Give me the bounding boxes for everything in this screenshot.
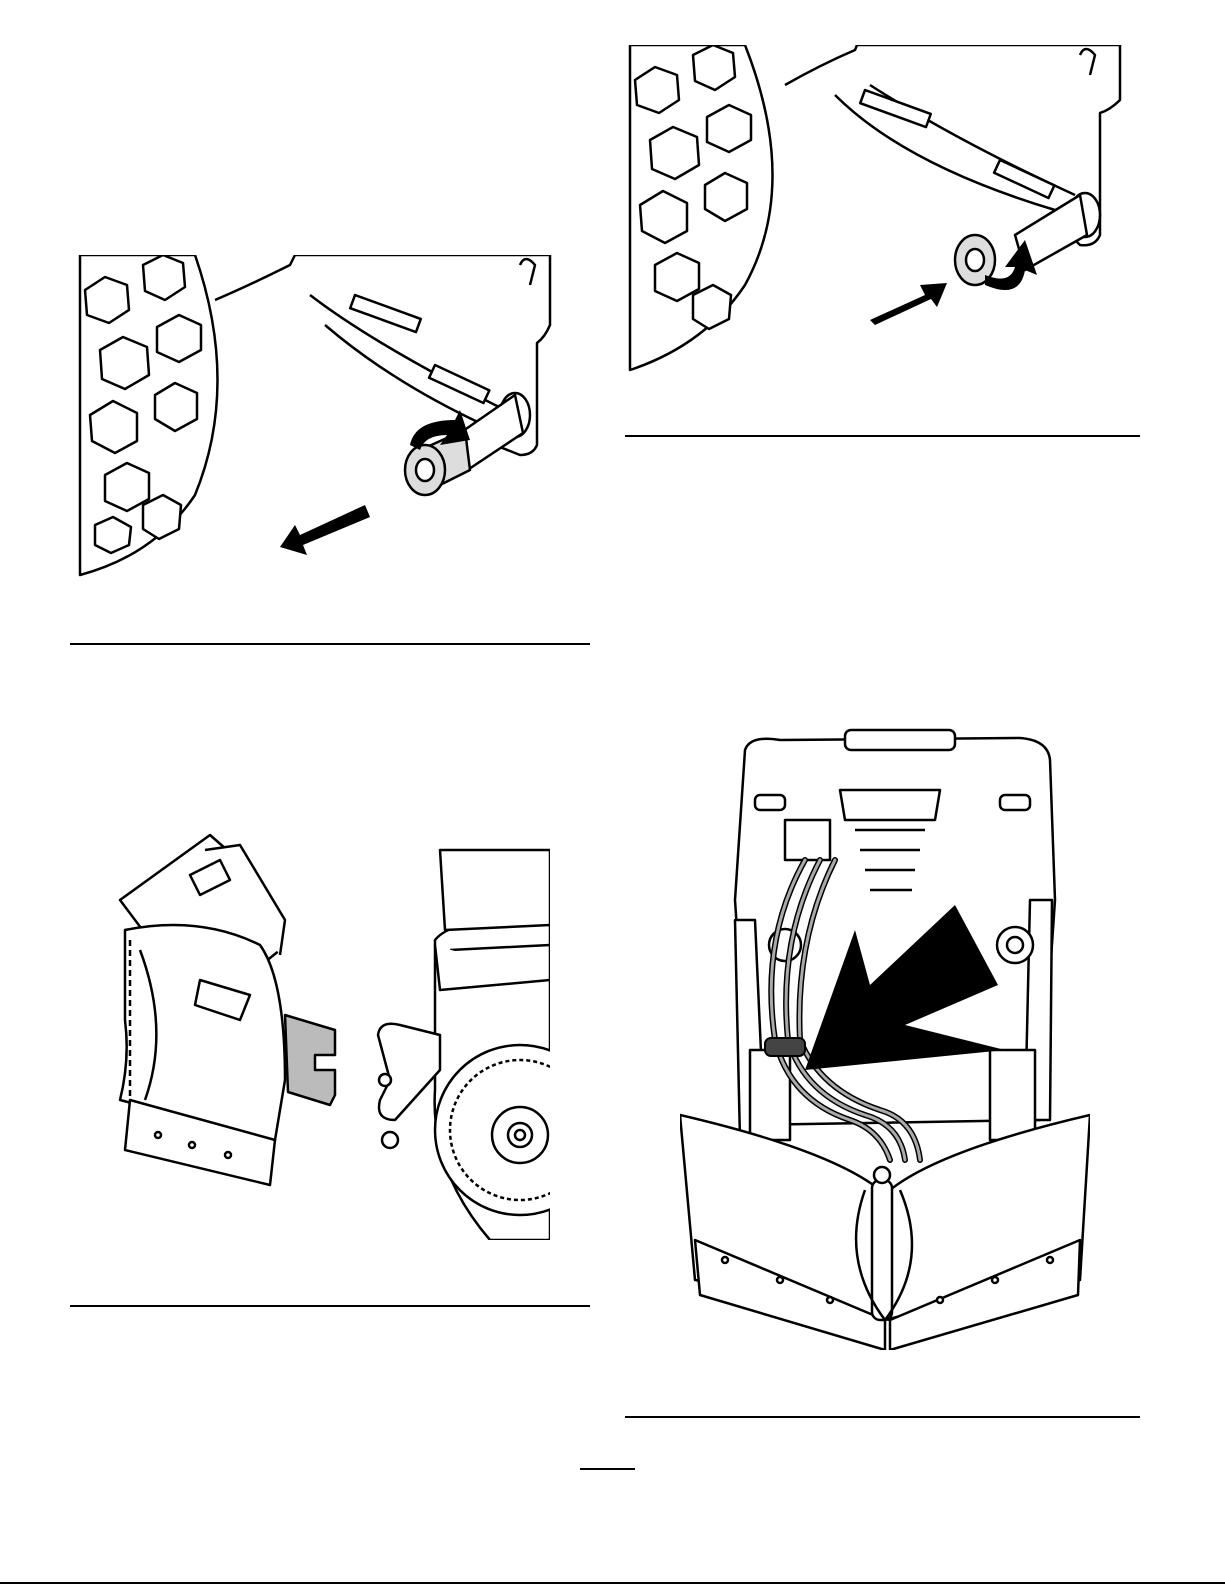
footer-rule <box>0 1582 1225 1584</box>
page-number-rule <box>580 1468 635 1470</box>
hose-routing-illustration <box>680 720 1090 1350</box>
figure-divider <box>625 435 1140 437</box>
figure-hose-routing <box>680 720 1090 1350</box>
figure-divider <box>70 643 590 645</box>
remove-pin-illustration <box>75 255 590 580</box>
figure-remove-pin <box>75 255 590 580</box>
arrow-right-up-icon <box>870 283 947 325</box>
figure-plow-attach <box>110 830 550 1240</box>
figure-divider <box>625 1416 1140 1418</box>
arrow-left-down-icon <box>280 505 370 555</box>
figure-install-pin <box>625 45 1140 375</box>
figure-divider <box>70 1305 590 1307</box>
plow-attach-illustration <box>110 830 550 1240</box>
install-pin-illustration <box>625 45 1140 375</box>
